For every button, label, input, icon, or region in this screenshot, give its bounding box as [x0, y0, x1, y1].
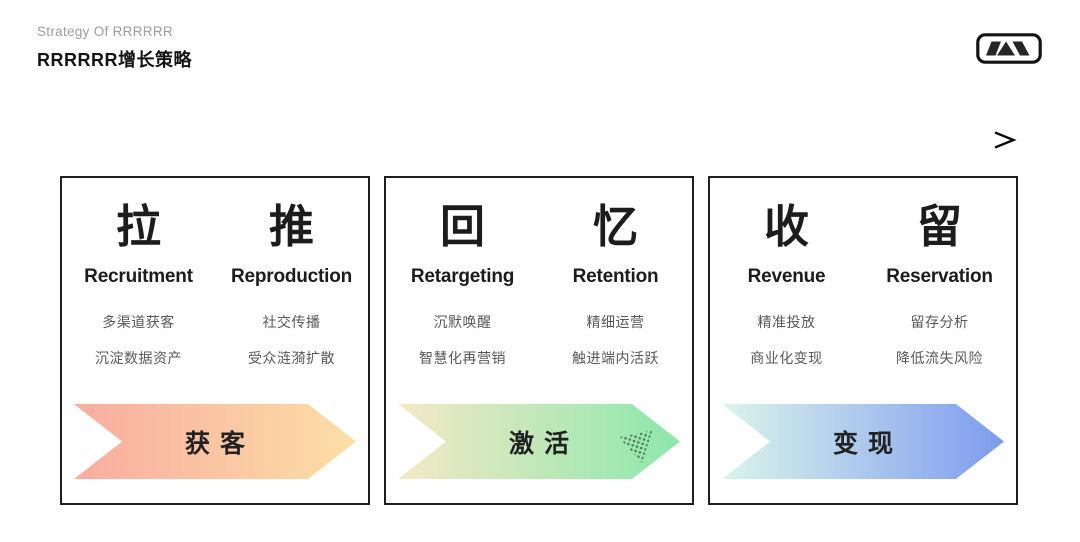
- points-row: 多渠道获客 沉淀数据资产 社交传播 受众涟漪扩散: [62, 304, 368, 376]
- points-row: 精准投放 商业化变现 留存分析 降低流失风险: [710, 304, 1016, 376]
- points-column: 多渠道获客 沉淀数据资产: [62, 304, 215, 376]
- header: Strategy Of RRRRRR RRRRRR增长策略: [37, 24, 192, 72]
- big-char-row: 拉 推: [62, 202, 368, 252]
- point-text: 降低流失风险: [896, 349, 983, 366]
- slide-title: RRRRRR增长策略: [37, 50, 192, 70]
- point-text: 智慧化再营销: [419, 349, 506, 366]
- banner-label: 激活: [508, 429, 579, 458]
- points-column: 精准投放 商业化变现: [710, 304, 863, 376]
- stage-english-label: Recruitment: [84, 265, 193, 287]
- stage-boxes: 拉 推 Recruitment Reproduction 多渠道获客 沉淀数据资…: [60, 176, 1018, 505]
- banner-label: 变现: [832, 429, 903, 458]
- point-text: 社交传播: [262, 313, 321, 330]
- halftone-dots-decoration: [613, 421, 652, 463]
- stage-english-label: Retargeting: [410, 265, 515, 287]
- point-text: 沉淀数据资产: [95, 349, 182, 366]
- point-text: 精细运营: [586, 313, 645, 330]
- point-text: 沉默唤醒: [433, 313, 492, 330]
- point-text: 精准投放: [757, 313, 816, 330]
- point-text: 多渠道获客: [102, 313, 175, 330]
- english-label-row: Retargeting Retention: [386, 266, 692, 288]
- points-row: 沉默唤醒 智慧化再营销 精细运营 触进端内活跃: [386, 304, 692, 376]
- stage-char: 忆: [592, 201, 638, 252]
- point-text: 商业化变现: [750, 349, 823, 366]
- points-column: 精细运营 触进端内活跃: [539, 304, 692, 376]
- point-text: 触进端内活跃: [572, 349, 659, 366]
- stage-box-activation: 回 忆 Retargeting Retention 沉默唤醒 智慧化再营销 精细…: [384, 176, 694, 505]
- stage-english-label: Reproduction: [230, 265, 353, 287]
- stage-english-label: Reservation: [886, 265, 993, 287]
- point-text: 受众涟漪扩散: [248, 349, 335, 366]
- stage-english-label: Retention: [572, 265, 659, 287]
- big-char-row: 回 忆: [386, 202, 692, 252]
- points-column: 留存分析 降低流失风险: [863, 304, 1016, 376]
- stage-char: 推: [268, 201, 314, 252]
- banner-label: 获客: [184, 429, 255, 458]
- stage-char: 留: [916, 201, 962, 252]
- mountain-logo-icon: [976, 33, 1042, 64]
- english-label-row: Revenue Reservation: [710, 266, 1016, 288]
- stage-char: 收: [763, 201, 809, 252]
- stage-banner-activation: 激活: [398, 404, 680, 479]
- big-char-row: 收 留: [710, 202, 1016, 252]
- slide-subtitle: Strategy Of RRRRRR: [37, 24, 173, 39]
- points-column: 社交传播 受众涟漪扩散: [215, 304, 368, 376]
- point-text: 留存分析: [910, 313, 969, 330]
- stage-char: 回: [439, 201, 485, 252]
- english-label-row: Recruitment Reproduction: [62, 266, 368, 288]
- stage-box-monetization: 收 留 Revenue Reservation 精准投放 商业化变现 留存分析 …: [708, 176, 1018, 505]
- stage-banner-acquisition: 获客: [74, 404, 356, 479]
- stage-box-acquisition: 拉 推 Recruitment Reproduction 多渠道获客 沉淀数据资…: [60, 176, 370, 505]
- stage-char: 拉: [115, 201, 161, 252]
- stage-english-label: Revenue: [747, 265, 826, 287]
- stage-banner-monetization: 变现: [722, 404, 1004, 479]
- points-column: 沉默唤醒 智慧化再营销: [386, 304, 539, 376]
- flow-right-arrow-icon: [60, 131, 1017, 149]
